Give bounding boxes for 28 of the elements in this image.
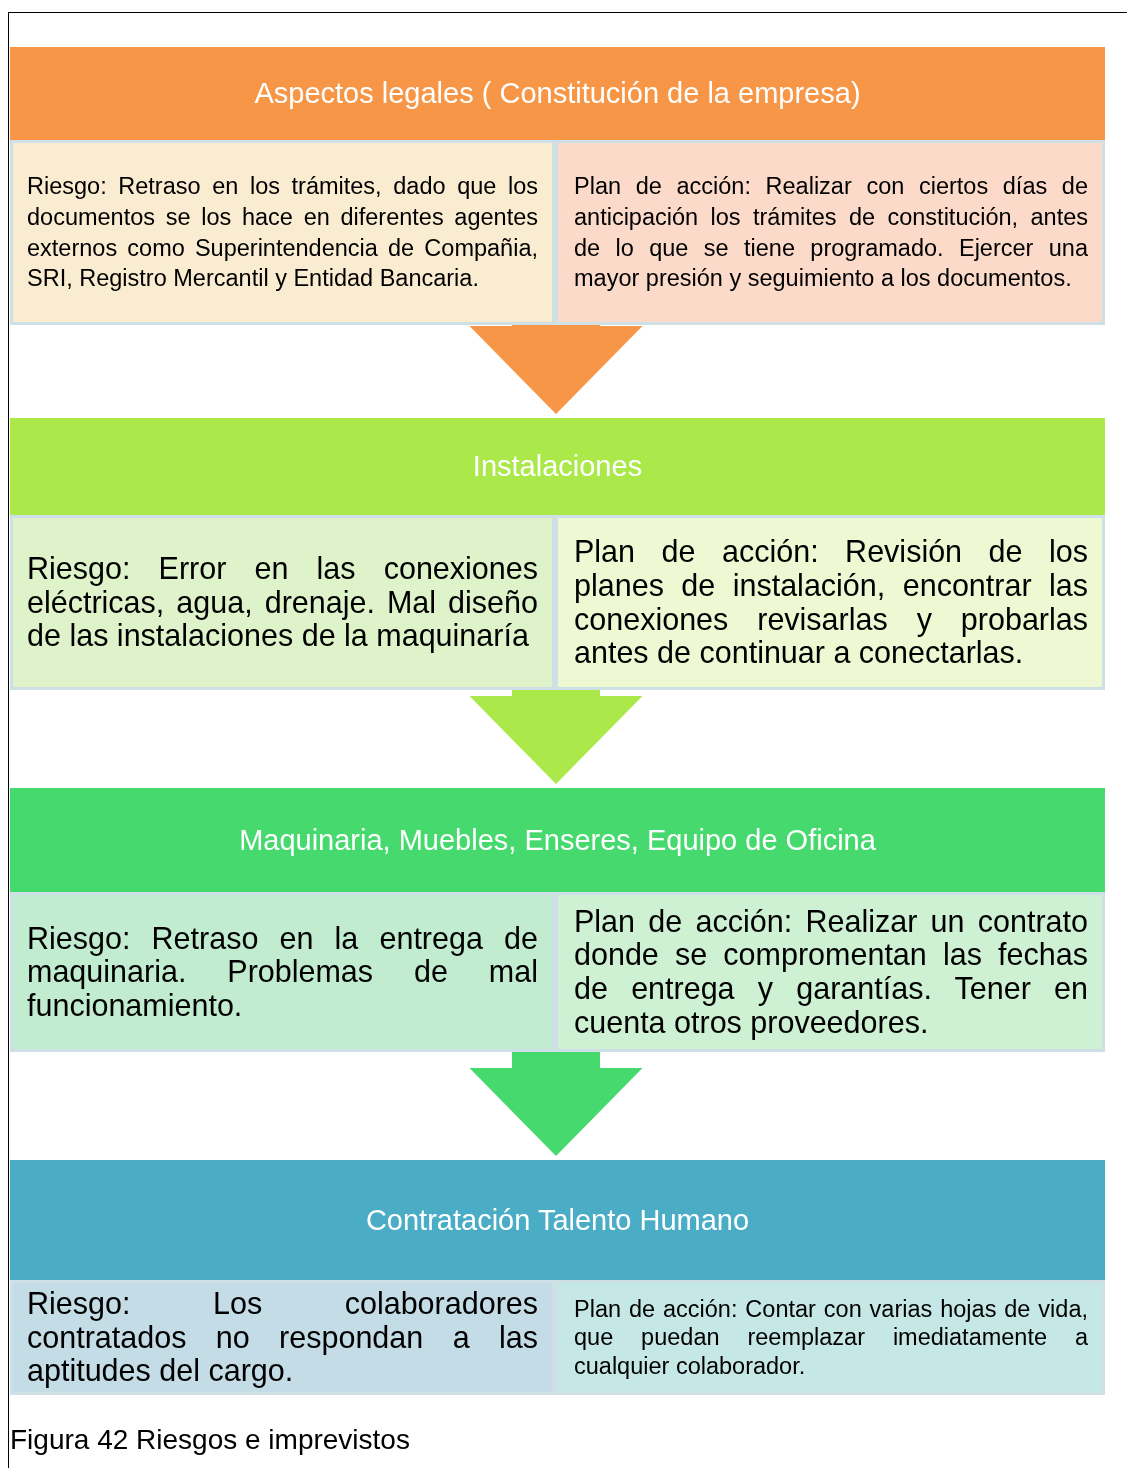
panel-text: Plan de acción: Contar con varias hojas de vida, que puedan reemplazar imediatamente a cualquier colaborador. [574, 1295, 1088, 1380]
panel-text: Plan de acción: Revisión de los planes de instalación, encontrar las conexiones revisarlas y probarlas antes de continuar a conectarlas. [574, 535, 1088, 670]
text-panel [10, 1280, 555, 1395]
category-band [10, 1160, 1105, 1395]
category-band [10, 418, 1105, 690]
panel-text: Riesgo: Retraso en los trámites, dado que los documentos se los hace en diferentes agentes externos como Superintendencia de Compañia, SRI, Registro Mercantil y Entidad Bancaria. [27, 172, 538, 294]
panel-text: Plan de acción: Realizar con ciertos días de anticipación los trámites de constitución, antes de lo que se tiene programado. Ejercer una mayor presión y seguimiento a los documentos. [574, 172, 1088, 294]
band-heading: Contratación Talento Humano [365, 1203, 750, 1237]
category-band [10, 47, 1105, 325]
text-panel [555, 515, 1105, 690]
panel-text: Plan de acción: Realizar un contrato donde se compromentan las fechas de entrega y garantías. Tener en cuenta otros proveedores. [574, 904, 1088, 1040]
text-panel [10, 515, 555, 690]
text-panel [10, 892, 555, 1052]
text-panel [10, 140, 555, 325]
text-panel [555, 140, 1105, 325]
panel-text: Riesgo: Los colaboradores contratados no respondan a las aptitudes del cargo. [27, 1287, 538, 1388]
band-heading: Instalaciones [472, 450, 643, 483]
text-panel [555, 892, 1105, 1052]
panel-text: Riesgo: Retraso en la entrega de maquinaria. Problemas de mal funcionamiento. [27, 921, 538, 1023]
arrow [469, 690, 643, 784]
text-panel [555, 1280, 1105, 1395]
arrow [469, 1052, 643, 1156]
figure-caption: Figura 42 Riesgos e imprevistos [10, 1424, 410, 1456]
category-band [10, 788, 1105, 1052]
band-heading: Aspectos legales ( Constitución de la empresa) [254, 77, 861, 110]
band-heading: Maquinaria, Muebles, Enseres, Equipo de Oficina [239, 823, 876, 857]
arrow [469, 325, 643, 414]
panel-text: Riesgo: Error en las conexiones eléctricas, agua, drenaje. Mal diseño de las instalaciones de la maquinaría [27, 552, 538, 653]
